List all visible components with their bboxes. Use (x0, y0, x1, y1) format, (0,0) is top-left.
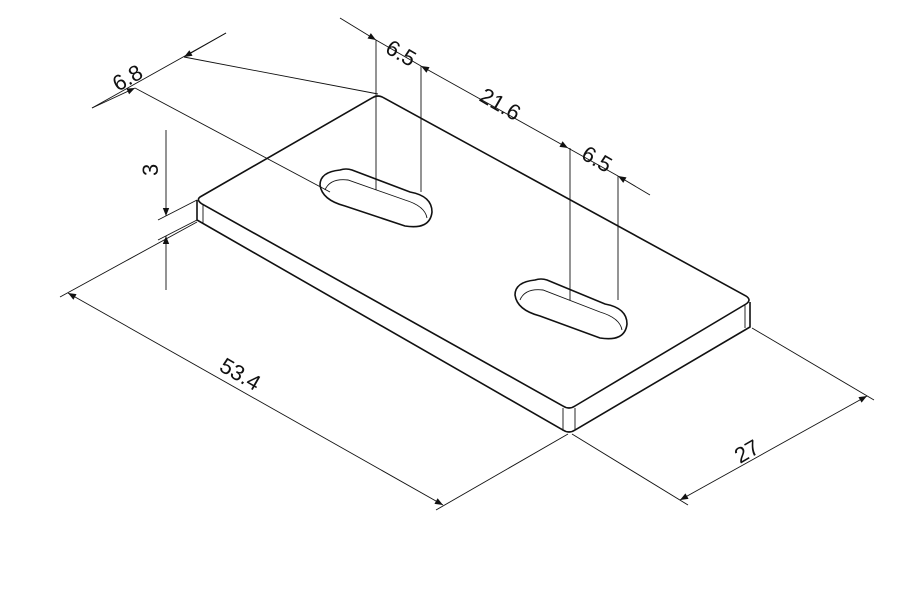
dimension-label-21.6: 21.6 (476, 83, 526, 126)
dimension-6.8: 6.8 (91, 32, 379, 193)
dimension-thickness: 3 (138, 130, 198, 290)
slot-1 (319, 168, 433, 228)
dimension-width: 27 (571, 327, 875, 506)
dimension-label-3: 3 (138, 164, 163, 176)
plate-front-edge-inner (202, 205, 746, 431)
slot-2 (514, 278, 628, 340)
plate (196, 95, 751, 433)
dimension-slot1-width: 6.5 (339, 17, 422, 192)
plate-front-side (196, 200, 751, 433)
dimension-label-53.4: 53.4 (216, 353, 266, 396)
dimension-label-27: 27 (730, 434, 764, 468)
dimension-label-6.5-first: 6.5 (382, 35, 421, 72)
dimension-slot2-width: 6.5 (567, 141, 651, 300)
dimension-slot-spacing: 21.6 (420, 65, 569, 149)
plate-top-face (197, 95, 750, 409)
